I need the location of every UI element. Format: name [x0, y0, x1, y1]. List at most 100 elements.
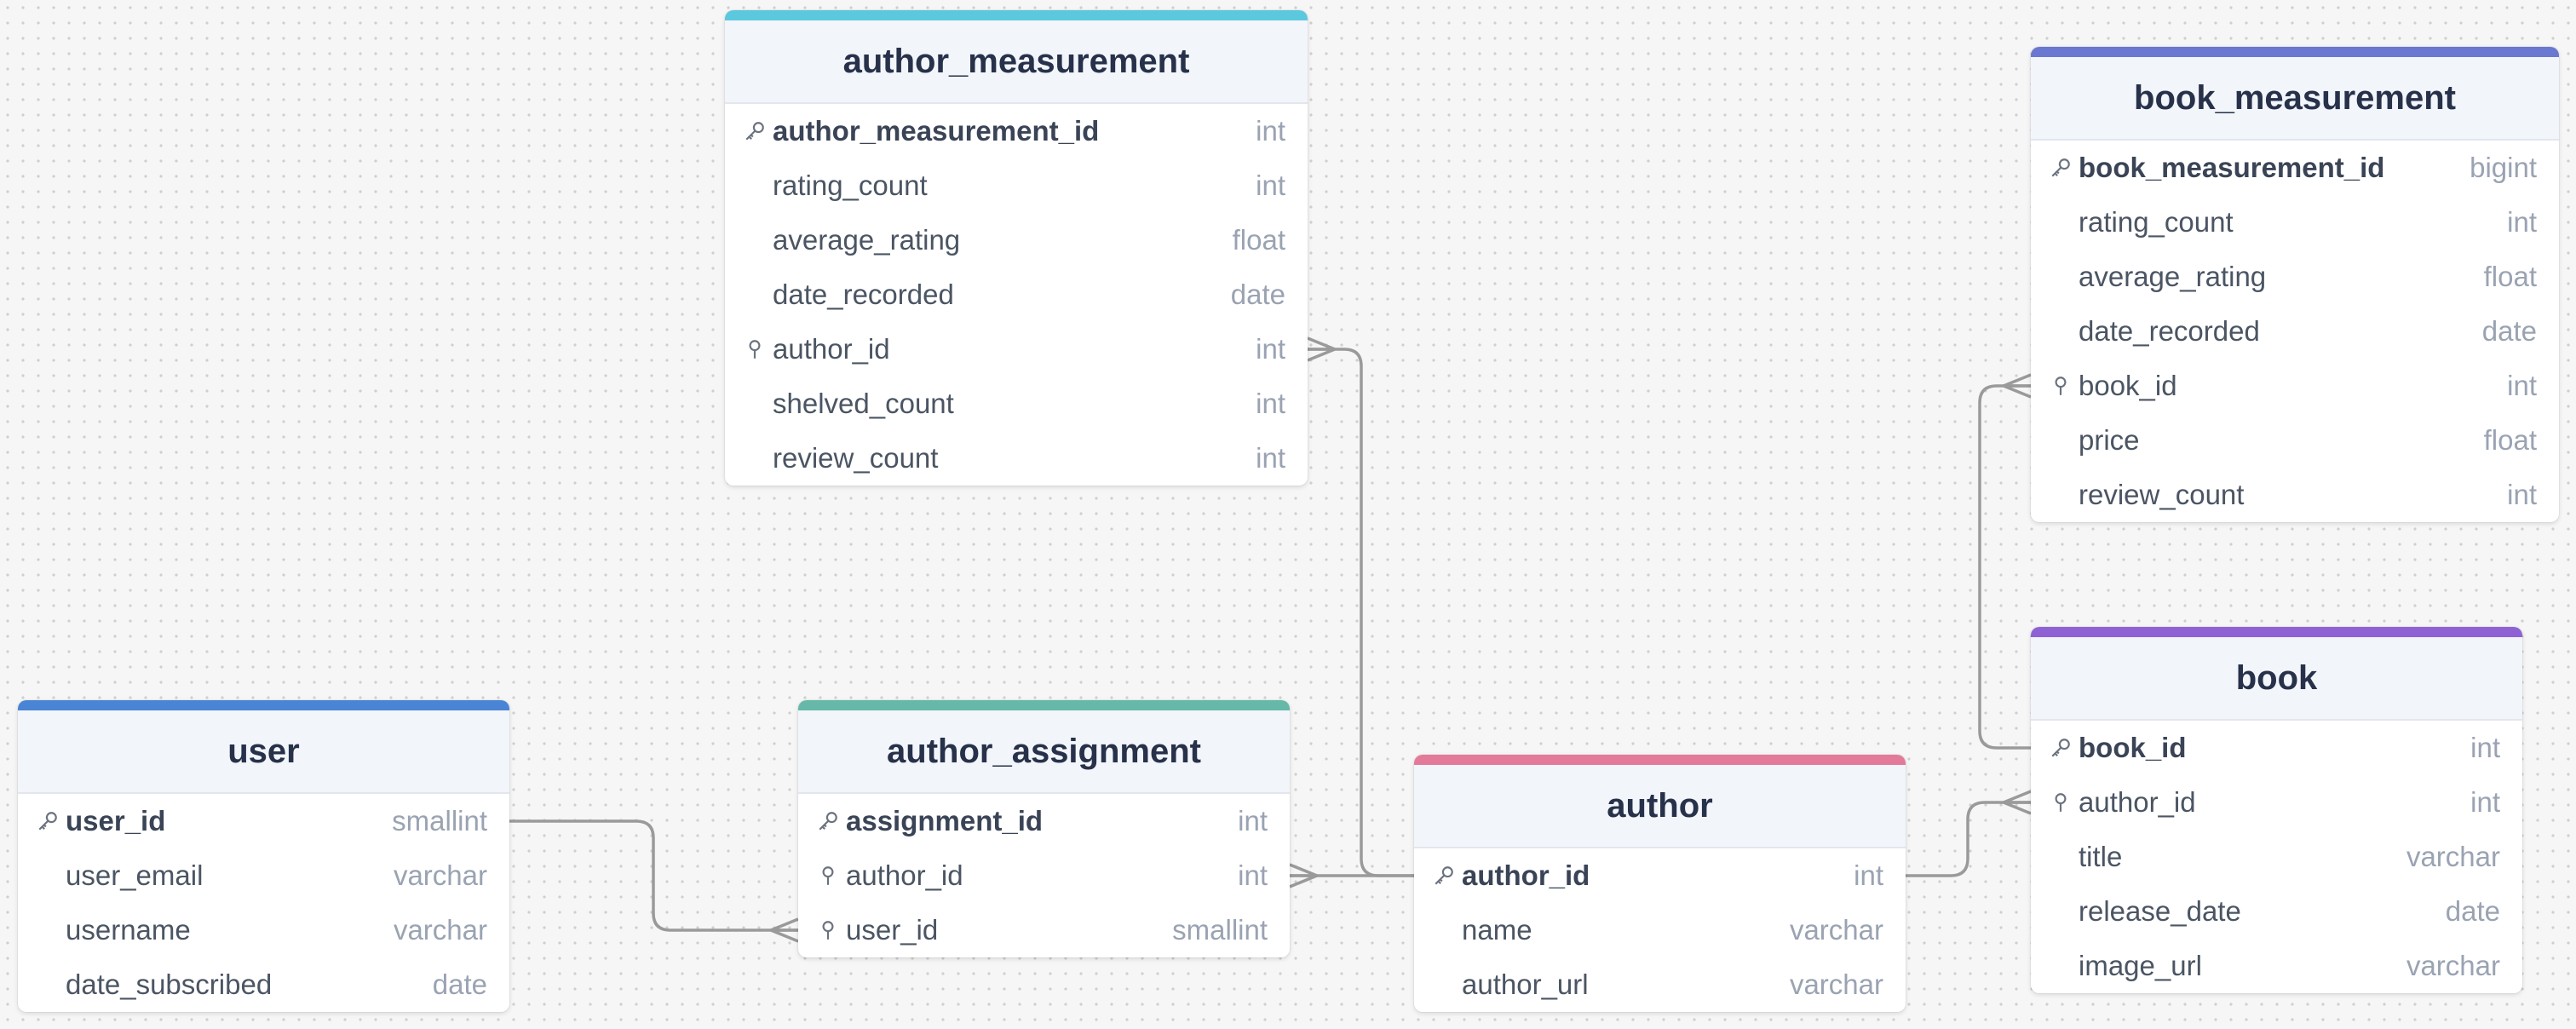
- column-type: int: [2470, 786, 2500, 818]
- column-row[interactable]: author_url varchar: [1414, 957, 1906, 1012]
- column-row[interactable]: date_subscribed date: [18, 957, 509, 1012]
- column-row[interactable]: shelved_count int: [725, 377, 1308, 431]
- column-name: average_rating: [2079, 261, 2267, 292]
- column-type: int: [2507, 479, 2537, 510]
- column-type: float: [1232, 224, 1285, 256]
- column-name: rating_count: [2079, 206, 2234, 238]
- column-name: author_id: [1462, 859, 1590, 891]
- column-name: author_id: [773, 333, 890, 365]
- column-row[interactable]: average_rating float: [725, 213, 1308, 267]
- column-type: date: [2445, 895, 2500, 927]
- key-icon: [744, 120, 773, 142]
- column-name: review_count: [773, 442, 939, 474]
- column-type: float: [2483, 261, 2537, 292]
- column-name: shelved_count: [773, 388, 954, 419]
- column-type: varchar: [393, 914, 487, 946]
- column-name: username: [66, 914, 191, 946]
- edge-author-book: [1906, 801, 2031, 877]
- column-name: price: [2079, 424, 2140, 456]
- column-name: author_id: [2079, 786, 2196, 818]
- column-name: author_url: [1462, 969, 1589, 1000]
- column-type: varchar: [2406, 841, 2500, 872]
- column-type: int: [1854, 859, 1883, 891]
- column-row[interactable]: image_url varchar: [2031, 939, 2522, 993]
- edge-author-author-measurement: [1308, 348, 1414, 877]
- table-title: author_assignment: [798, 710, 1290, 794]
- foreign-key-icon: [2050, 791, 2079, 813]
- key-icon: [1433, 865, 1462, 887]
- column-type: smallint: [1172, 914, 1268, 946]
- column-row[interactable]: user_email varchar: [18, 848, 509, 903]
- key-icon: [817, 810, 846, 832]
- column-type: int: [1256, 170, 1285, 201]
- crows-foot-icon: [1307, 336, 1336, 362]
- table-title: author: [1414, 765, 1906, 848]
- table-color-bar: [18, 700, 509, 710]
- column-type: int: [1256, 115, 1285, 147]
- column-name: user_id: [846, 914, 939, 946]
- column-type: int: [2507, 370, 2537, 401]
- column-type: varchar: [393, 859, 487, 891]
- table-color-bar: [2031, 627, 2522, 637]
- column-name: user_id: [66, 805, 166, 836]
- column-type: date: [432, 969, 487, 1000]
- column-row[interactable]: username varchar: [18, 903, 509, 957]
- column-type: varchar: [2406, 950, 2500, 981]
- key-icon: [2050, 737, 2079, 759]
- column-row[interactable]: author_id int: [725, 322, 1308, 377]
- edge-user-author-assignment: [509, 819, 798, 932]
- column-row[interactable]: author_id int: [1414, 848, 1906, 903]
- column-row[interactable]: average_rating float: [2031, 250, 2559, 304]
- column-name: date_subscribed: [66, 969, 273, 1000]
- foreign-key-icon: [744, 338, 773, 360]
- column-row[interactable]: book_id int: [2031, 359, 2559, 413]
- column-name: release_date: [2079, 895, 2241, 927]
- table-title: user: [18, 710, 509, 794]
- key-icon: [2050, 157, 2079, 179]
- column-row[interactable]: price float: [2031, 413, 2559, 468]
- column-row[interactable]: user_id smallint: [798, 903, 1290, 957]
- column-type: smallint: [392, 805, 487, 836]
- column-row[interactable]: user_id smallint: [18, 794, 509, 848]
- edge-book-book-measurement: [1978, 384, 2031, 750]
- column-type: varchar: [1789, 969, 1883, 1000]
- column-row[interactable]: review_count int: [2031, 468, 2559, 522]
- column-row[interactable]: release_date date: [2031, 884, 2522, 939]
- column-name: average_rating: [773, 224, 961, 256]
- table-title: book: [2031, 637, 2522, 721]
- column-type: int: [1256, 333, 1285, 365]
- crows-foot-icon: [770, 917, 799, 943]
- crows-foot-icon: [2003, 790, 2032, 815]
- column-name: review_count: [2079, 479, 2245, 510]
- column-name: assignment_id: [846, 805, 1044, 836]
- column-name: book_id: [2079, 370, 2177, 401]
- column-type: int: [1238, 859, 1268, 891]
- column-name: image_url: [2079, 950, 2202, 981]
- column-type: int: [2470, 732, 2500, 763]
- table-color-bar: [2031, 47, 2559, 57]
- column-type: float: [2483, 424, 2537, 456]
- column-type: int: [1256, 388, 1285, 419]
- column-name: user_email: [66, 859, 204, 891]
- foreign-key-icon: [2050, 375, 2079, 397]
- column-name: date_recorded: [773, 279, 954, 310]
- column-row[interactable]: author_id int: [2031, 775, 2522, 830]
